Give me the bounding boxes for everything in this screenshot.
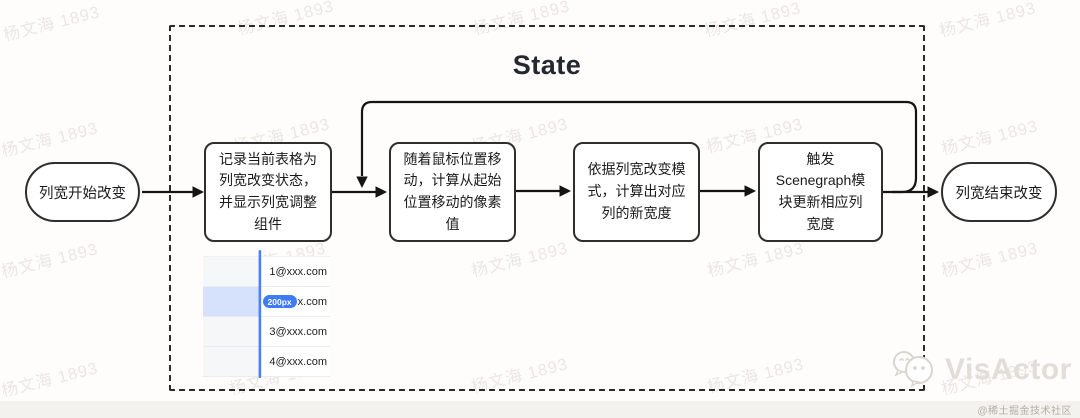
table-cell: [203, 317, 259, 346]
table-cell: 4@xxx.com: [259, 347, 330, 376]
table-row: 1@xxx.com: [203, 257, 330, 287]
end-node: 列宽结束改变: [941, 162, 1057, 222]
table-row: 3@xxx.com: [203, 317, 330, 347]
cell-text: x.com: [297, 295, 327, 308]
start-node-label: 列宽开始改变: [39, 185, 126, 202]
visactor-bubbles-icon: [893, 351, 933, 388]
watermark: 杨文海 1893: [0, 119, 100, 161]
step-compute-new-width: 依据列宽改变模式，计算出对应列的新宽度: [573, 142, 700, 242]
step-compute-mouse-delta: 随着鼠标位置移动，计算从起始位置移动的像素值: [389, 142, 516, 242]
table-row: 4@xxx.com: [203, 347, 330, 377]
table-cell: [203, 257, 259, 286]
watermark: 杨文海 1893: [0, 240, 100, 282]
step-record-state: 记录当前表格为列宽改变状态，并显示列宽调整组件: [204, 142, 332, 242]
state-boundary-frame: [169, 25, 925, 391]
watermark: 杨文海 1893: [0, 359, 100, 401]
watermark: 杨文海 1893: [1, 3, 102, 45]
start-node: 列宽开始改变: [25, 162, 140, 222]
diagram-title: State: [512, 50, 582, 80]
step-label: 依据列宽改变模式，计算出对应列的新宽度: [587, 161, 686, 221]
step-label: 随着鼠标位置移动，计算从起始位置移动的像素值: [403, 150, 502, 232]
footer-bar: @稀土掘金技术社区: [0, 401, 1080, 418]
watermark: 杨文海 1893: [939, 239, 1040, 281]
table-cell: 1@xxx.com: [259, 257, 330, 286]
table-cell: [203, 287, 259, 316]
cell-text: 1@xxx.com: [269, 265, 327, 278]
end-node-label: 列宽结束改变: [955, 185, 1043, 202]
table-cell: [203, 347, 259, 376]
cell-text: 3@xxx.com: [269, 325, 327, 338]
table-cell: 3@xxx.com: [259, 317, 330, 346]
watermark: 杨文海 1893: [939, 117, 1040, 159]
step-label: 触发Scenegraph模块更新相应列宽度: [775, 150, 866, 232]
brand-logo: VisActor: [891, 349, 1072, 391]
watermark: 杨文海 1893: [937, 0, 1038, 41]
step-trigger-scenegraph: 触发Scenegraph模块更新相应列宽度: [758, 142, 883, 242]
resize-width-badge: 200px: [262, 294, 297, 309]
footer-credit: @稀土掘金技术社区: [977, 406, 1072, 417]
cell-text: 4@xxx.com: [269, 355, 327, 368]
step-label: 记录当前表格为列宽改变状态，并显示列宽调整组件: [219, 150, 317, 232]
brand-logo-text: VisActor: [945, 353, 1072, 386]
